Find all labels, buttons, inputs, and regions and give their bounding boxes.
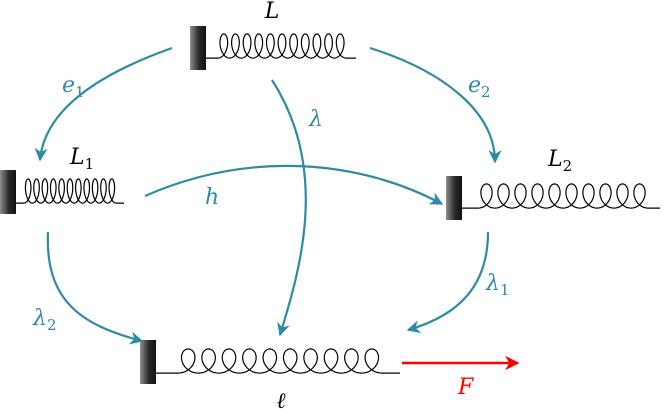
arrow-lambda [271, 79, 307, 337]
wall-L1 [0, 170, 16, 214]
spring-ell [140, 340, 400, 384]
spring-L [190, 26, 356, 70]
label-L2: L2 [547, 147, 572, 175]
coil-ell [156, 348, 400, 374]
coil-L [206, 33, 356, 59]
wall-ell [140, 340, 156, 384]
arrow-lambda1 [406, 231, 490, 334]
label-ell: ℓ [276, 389, 286, 414]
label-lambda2: λ2 [32, 306, 57, 334]
arrow-lambda2 [46, 231, 144, 345]
coil-L2 [462, 183, 660, 209]
label-h: h [205, 185, 219, 210]
spring-L2 [446, 176, 660, 220]
coil-L1 [16, 178, 124, 204]
label-e1: e1 [62, 73, 85, 101]
label-lambda1: λ1 [485, 271, 510, 299]
label-L: L [264, 0, 280, 24]
wall-L [190, 26, 206, 70]
label-e2: e2 [468, 73, 491, 101]
label-lambda: λ [308, 107, 323, 132]
arrow-e2 [369, 46, 502, 164]
label-L1: L1 [69, 145, 94, 173]
label-force: F [457, 375, 474, 400]
arrow-e1 [34, 46, 173, 162]
spring-L1 [0, 170, 124, 214]
arrow-h [144, 164, 444, 205]
wall-L2 [446, 176, 462, 220]
